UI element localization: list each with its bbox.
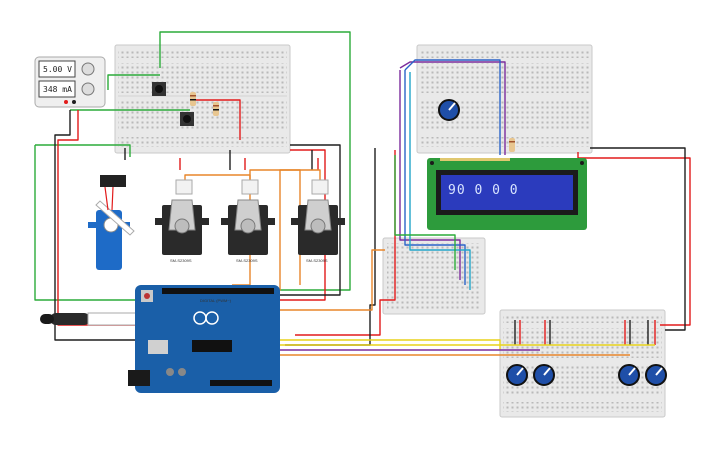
dc-jack <box>128 370 150 386</box>
resistor-1 <box>190 92 196 106</box>
lcd-contrast-potentiometer[interactable] <box>438 99 460 121</box>
atmega-chip <box>192 340 232 352</box>
potentiometer-2[interactable] <box>533 364 555 386</box>
power-supply[interactable]: 5.00 V 348 mA <box>34 56 106 108</box>
potentiometer-4[interactable] <box>645 364 667 386</box>
servo-2-label: SM-S2309S <box>236 258 258 263</box>
psu-current-readout: 348 mA <box>43 85 72 94</box>
psu-current-knob[interactable] <box>81 82 95 96</box>
breadboard-top-left[interactable] <box>114 44 291 154</box>
arduino-logo <box>193 311 219 325</box>
arduino-header-label: DIGITAL (PWM~) <box>200 298 232 303</box>
micro-servo-blue[interactable] <box>88 175 135 270</box>
potentiometer-3[interactable] <box>618 364 640 386</box>
usb-port <box>148 340 168 354</box>
breadboard-bottom-right[interactable] <box>499 309 666 418</box>
pushbutton-2[interactable] <box>180 112 194 126</box>
servo-3-label: SM-S2309S <box>306 258 328 263</box>
resistor-3 <box>509 138 515 152</box>
resistor-2 <box>213 102 219 116</box>
psu-voltage-readout: 5.00 V <box>43 65 72 74</box>
servo-3[interactable]: SM-S2309S <box>291 179 345 263</box>
servo-1[interactable]: SM-S2309S <box>155 179 209 263</box>
servo-1-label: SM-S2309S <box>170 258 192 263</box>
lcd-16x2[interactable]: 90 0 0 0 <box>427 158 587 230</box>
arduino-uno[interactable]: DIGITAL (PWM~) <box>128 285 280 393</box>
lcd-display-text: 90 0 0 0 <box>448 183 519 198</box>
potentiometer-1[interactable] <box>506 364 528 386</box>
servo-2[interactable]: SM-S2309S <box>221 179 275 263</box>
pushbutton-1[interactable] <box>152 82 166 96</box>
psu-voltage-knob[interactable] <box>81 62 95 76</box>
